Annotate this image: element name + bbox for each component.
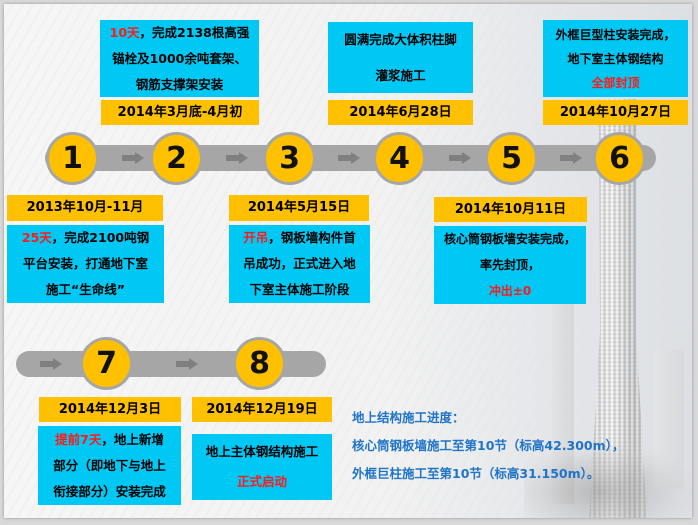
desc-line: 下室主体施工阶段 (233, 277, 366, 303)
arrow-right-icon (176, 358, 200, 370)
milestone-desc-5: 核心筒钢板墙安装完成， 率先封顶， 冲出±0 (434, 226, 586, 304)
desc-text: 衔接部分）安装完成 (53, 483, 166, 499)
milestone-desc-2: 10天，完成2138根高强 锚栓及1000余吨套架、 钢筋支撑架安装 (100, 20, 259, 97)
highlight-text: 冲出±0 (488, 284, 532, 298)
arrow-right-icon (449, 152, 473, 164)
arrow-right-icon (560, 152, 584, 164)
milestone-desc-6: 外框巨型柱安装完成， 地下室主体钢结构 全部封顶 (543, 20, 688, 97)
milestone-number: 2 (166, 141, 187, 176)
desc-text: 外框巨型柱安装完成， (555, 27, 676, 42)
milestone-circle-1: 1 (46, 132, 99, 185)
tower-base-illustration (524, 444, 692, 518)
milestone-desc-1: 25天，完成2100吨钢 平台安装，打通地下室 施工“生命线” (7, 225, 164, 303)
milestone-number: 6 (609, 141, 630, 176)
desc-text: 灌浆施工 (375, 67, 426, 83)
highlight-text: 全部封顶 (591, 75, 640, 90)
milestone-desc-3: 开吊，钢板墙构件首 吊成功，正式进入地 下室主体施工阶段 (229, 225, 370, 303)
desc-text: 锚栓及1000余吨套架、 (112, 50, 247, 66)
desc-line: 开吊，钢板墙构件首 (233, 225, 366, 251)
desc-text: 部分（即地下与地上 (53, 457, 166, 473)
highlight-text: 10天 (109, 24, 140, 40)
milestone-desc-7: 提前7天，地上新增 部分（即地下与地上 衔接部分）安装完成 (38, 426, 181, 505)
progress-title: 地上结构施工进度： (352, 410, 465, 425)
desc-text: 核心筒钢板墙安装完成， (443, 232, 576, 246)
desc-line: 部分（即地下与地上 (42, 453, 177, 479)
milestone-date-7: 2014年12月3日 (39, 397, 181, 422)
milestone-date-1: 2013年10月-11月 (7, 195, 163, 221)
highlight-text: 提前7天 (55, 431, 102, 447)
milestone-circle-7: 7 (80, 337, 133, 390)
desc-line: 锚栓及1000余吨套架、 (104, 46, 255, 72)
desc-text: 率先封顶， (479, 258, 540, 272)
slide: 1 2 3 4 5 6 10天，完成2138根高强 锚栓及1000余吨套架、 钢… (4, 4, 692, 518)
milestone-number: 8 (249, 346, 270, 381)
desc-text: 地下室主体钢结构 (567, 51, 664, 66)
desc-line: 正式启动 (196, 467, 328, 497)
milestone-number: 1 (62, 141, 83, 176)
milestone-date-4: 2014年6月28日 (328, 100, 473, 125)
desc-line: 核心筒钢板墙安装完成， (438, 226, 582, 252)
desc-text: ，完成2138根高强 (139, 24, 250, 40)
desc-line: 10天，完成2138根高强 (104, 20, 255, 46)
milestone-number: 7 (96, 346, 117, 381)
milestone-number: 4 (389, 141, 410, 176)
desc-line: 地上主体钢结构施工 (196, 437, 328, 467)
desc-text: 吊成功，正式进入地 (243, 256, 356, 271)
desc-line: 灌浆施工 (332, 58, 469, 94)
progress-line: 核心筒钢板墙施工至第10节（标高42.300m）， (352, 438, 625, 453)
desc-text: 平台安装，打通地下室 (22, 256, 148, 271)
desc-text: 钢筋支撑架安装 (135, 76, 224, 92)
arrow-right-icon (122, 152, 146, 164)
desc-text: ，完成2100吨钢 (51, 230, 150, 245)
desc-line: 冲出±0 (438, 278, 582, 304)
desc-line: 率先封顶， (438, 252, 582, 278)
arrow-right-icon (40, 358, 64, 370)
highlight-text: 25天 (21, 230, 52, 245)
milestone-date-8: 2014年12月19日 (192, 397, 332, 422)
milestone-date-3: 2014年5月15日 (229, 195, 369, 221)
desc-line: 25天，完成2100吨钢 (11, 225, 160, 251)
milestone-desc-4: 圆满完成大体积柱脚 灌浆施工 (328, 22, 473, 93)
arrow-right-icon (226, 152, 250, 164)
milestone-circle-8: 8 (233, 337, 286, 390)
desc-line: 钢筋支撑架安装 (104, 72, 255, 98)
progress-line: 外框巨柱施工至第10节（标高31.150m）。 (352, 466, 600, 481)
desc-line: 全部封顶 (547, 71, 684, 95)
milestone-desc-8: 地上主体钢结构施工 正式启动 (192, 434, 332, 500)
milestone-date-5: 2014年10月11日 (434, 197, 587, 222)
desc-line: 衔接部分）安装完成 (42, 479, 177, 505)
desc-text: ，钢板墙构件首 (268, 230, 356, 245)
milestone-circle-3: 3 (263, 132, 316, 185)
desc-line: 提前7天，地上新增 (42, 427, 177, 453)
desc-text: ，地上新增 (101, 431, 164, 447)
milestone-date-6: 2014年10月27日 (543, 100, 688, 125)
desc-line: 平台安装，打通地下室 (11, 251, 160, 277)
highlight-text: 开吊 (243, 230, 269, 245)
desc-line: 施工“生命线” (11, 277, 160, 303)
desc-line: 吊成功，正式进入地 (233, 251, 366, 277)
progress-summary: 地上结构施工进度： 核心筒钢板墙施工至第10节（标高42.300m）， 外框巨柱… (352, 404, 624, 488)
milestone-circle-2: 2 (150, 132, 203, 185)
desc-line: 地下室主体钢结构 (547, 47, 684, 71)
desc-line: 圆满完成大体积柱脚 (332, 22, 469, 58)
arrow-right-icon (338, 152, 362, 164)
desc-text: 地上主体钢结构施工 (205, 444, 319, 459)
milestone-number: 5 (501, 141, 522, 176)
milestone-circle-4: 4 (373, 132, 426, 185)
milestone-circle-5: 5 (485, 132, 538, 185)
desc-line: 外框巨型柱安装完成， (547, 23, 684, 47)
desc-text: 圆满完成大体积柱脚 (344, 31, 457, 47)
milestone-circle-6: 6 (593, 132, 646, 185)
desc-text: 下室主体施工阶段 (249, 282, 350, 297)
highlight-text: 正式启动 (236, 474, 287, 489)
milestone-number: 3 (279, 141, 300, 176)
milestone-date-2: 2014年3月底-4月初 (101, 100, 259, 125)
desc-text: 施工“生命线” (46, 282, 125, 297)
